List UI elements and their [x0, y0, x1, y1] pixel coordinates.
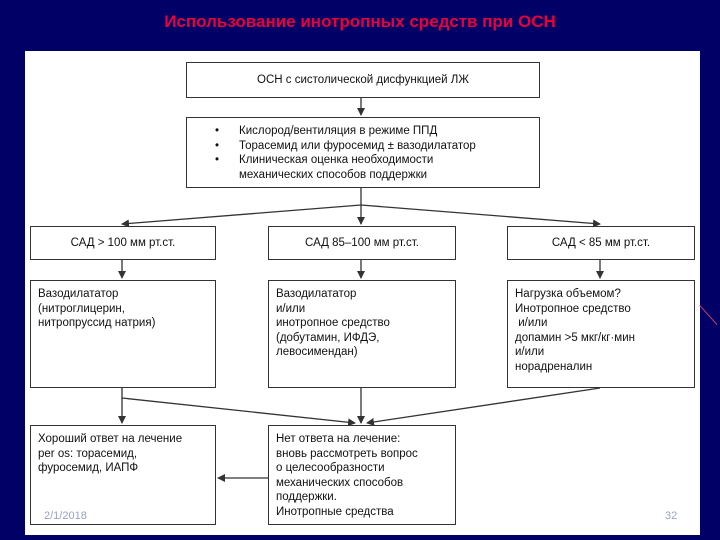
treatment-line: (добутамин, ИФДЭ,	[276, 331, 380, 344]
box-sad-low: САД < 85 мм рт.ст.	[507, 226, 695, 260]
outcome-line: Нет ответа на лечение:	[276, 433, 401, 445]
bullet-text: механических способов поддержки	[239, 168, 428, 181]
outcome-line: Хороший ответ на лечение	[38, 433, 183, 445]
box-initial-measures: • Кислород/вентиляция в режиме ППД • Тор…	[186, 117, 540, 188]
treatment-line: и/или	[515, 317, 548, 329]
bullet-dot-icon: •	[215, 154, 220, 166]
box-no-response: Нет ответа на лечение: вновь рассмотреть…	[268, 425, 456, 525]
bullet-item: • Торасемид или фуросемид ± вазодилатато…	[215, 139, 531, 154]
box-sad-high-text: САД > 100 мм рт.ст.	[70, 236, 176, 249]
treatment-line: норадреналин	[515, 360, 593, 373]
treatment-line: и/или	[515, 346, 545, 358]
footer-date: 2/1/2018	[44, 510, 87, 522]
box-sad-mid: САД 85–100 мм рт.ст.	[268, 226, 456, 260]
box-good-response: Хороший ответ на лечение per os: торасем…	[30, 425, 216, 525]
outcome-line: фуросемид, ИАПФ	[38, 462, 139, 474]
arrow-to-sad-low	[360, 204, 601, 228]
arrow-treatment-high-to-none	[121, 397, 356, 427]
bullet-text: Торасемид или фуросемид ± вазодилататор	[239, 139, 476, 152]
box-sad-mid-text: САД 85–100 мм рт.ст.	[305, 236, 419, 249]
outcome-line: вновь рассмотреть вопрос	[276, 447, 418, 460]
treatment-line: (нитроглицерин,	[38, 302, 125, 315]
box-sad-high: САД > 100 мм рт.ст.	[30, 226, 216, 260]
treatment-line: нитропруссид натрия)	[38, 317, 156, 329]
bullet-dot-icon: •	[215, 125, 220, 137]
bullet-text: Кислород/вентиляция в режиме ППД	[239, 125, 438, 137]
treatment-line: инотропное средство	[276, 317, 390, 329]
treatment-line: Вазодилататор	[38, 288, 119, 300]
footer-page-number: 32	[665, 510, 678, 522]
treatment-line: допамин >5 мкг/кг·мин	[515, 331, 635, 344]
treatment-line: Инотропное средство	[515, 302, 631, 315]
outcome-line: поддержки.	[276, 491, 337, 503]
box-sad-low-text: САД < 85 мм рт.ст.	[551, 236, 651, 249]
treatment-line: Вазодилататор	[276, 288, 357, 300]
box-treatment-high: Вазодилататор (нитроглицерин, нитропрусс…	[30, 280, 216, 388]
treatment-line: левосимендан)	[276, 346, 358, 358]
slide-title: Использование инотропных средств при ОСН	[164, 12, 556, 31]
treatment-line: Нагрузка объемом?	[515, 288, 621, 300]
outcome-line: о целесообразности	[276, 462, 385, 474]
bullet-item: • Кислород/вентиляция в режиме ППД	[215, 124, 531, 139]
bullet-text: Клиническая оценка необходимости	[239, 154, 434, 166]
treatment-line: и/или	[276, 302, 306, 315]
box-osn-systolic: ОСН с систолической дисфункцией ЛЖ	[186, 62, 540, 98]
box-treatment-mid: Вазодилататор и/или инотропное средство …	[268, 280, 456, 388]
arrow-to-sad-high	[121, 204, 362, 228]
bullet-dot-icon: •	[215, 139, 220, 152]
box-osn-systolic-text: ОСН с систолической дисфункцией ЛЖ	[257, 73, 469, 86]
arrow-treatment-low-to-none	[366, 387, 601, 426]
bullet-item: • Клиническая оценка необходимости механ…	[215, 153, 531, 182]
outcome-line: Инотропные средства	[276, 505, 394, 518]
outcome-line: механических способов	[276, 476, 404, 489]
outcome-line: per os: торасемид,	[38, 447, 138, 460]
box-treatment-low: Нагрузка объемом? Инотропное средство и/…	[507, 280, 695, 388]
